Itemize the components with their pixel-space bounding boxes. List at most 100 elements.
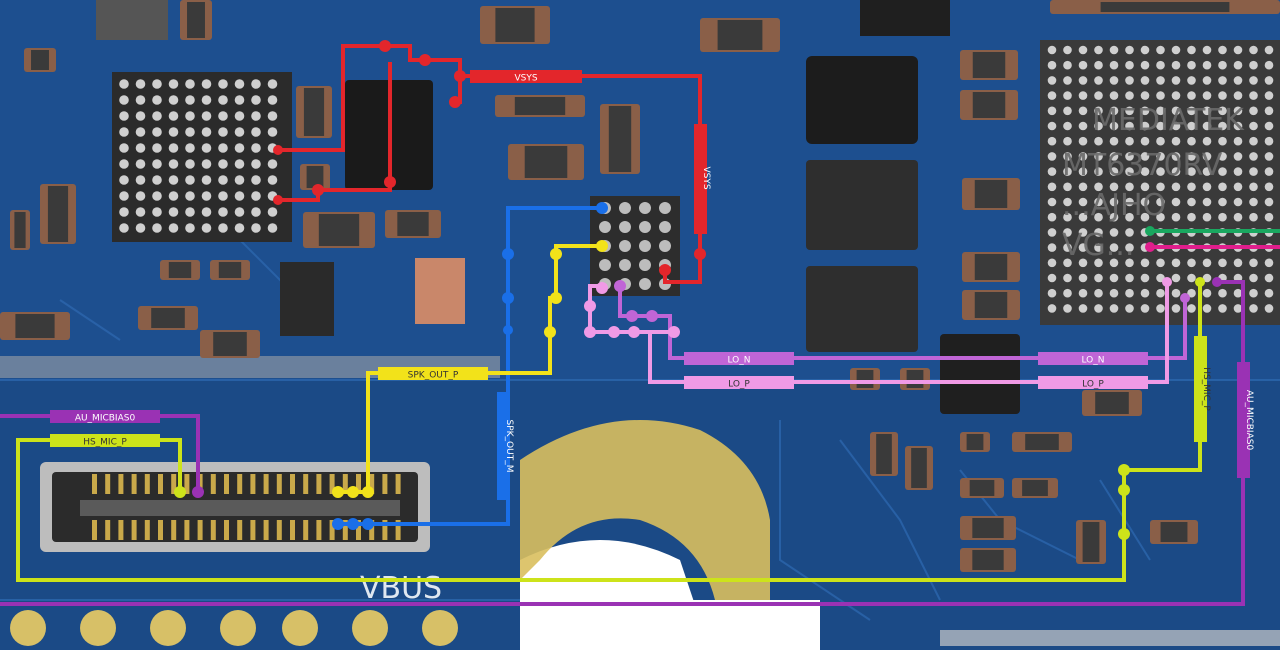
bga-ball xyxy=(152,143,162,153)
bga-ball xyxy=(234,111,245,121)
bga-ball xyxy=(1094,60,1103,70)
test-pad xyxy=(10,610,46,646)
bga-ball xyxy=(1094,167,1103,176)
bga-ball xyxy=(251,207,261,217)
net-spk-out-m-dots xyxy=(332,202,608,530)
bga-ball xyxy=(1218,197,1227,207)
bga-ball xyxy=(1063,258,1072,268)
bga-ball xyxy=(1140,121,1150,131)
bga-ball xyxy=(1140,91,1150,100)
bga-ball xyxy=(639,202,651,214)
bga-ball xyxy=(1249,167,1258,176)
bga-ball xyxy=(1218,45,1227,55)
smd-part-body xyxy=(876,434,892,474)
bga-ball xyxy=(234,223,245,233)
bga-ball xyxy=(639,259,651,271)
bga-ball xyxy=(1094,288,1103,298)
bga-ball xyxy=(1187,258,1196,268)
net-lo-p-label: LO_P xyxy=(728,380,750,390)
bga-ball xyxy=(1094,197,1103,207)
bga-ball xyxy=(1264,106,1274,116)
net-hs-mic-p-label: HS_MIC_P xyxy=(83,438,127,448)
bga-ball xyxy=(119,111,129,121)
ic-small-3 xyxy=(280,262,334,336)
bga-ball xyxy=(1063,76,1072,85)
bga-ball xyxy=(1047,197,1057,207)
bga-ball xyxy=(1233,304,1243,313)
bga-ball xyxy=(1078,106,1088,116)
bga-ball xyxy=(1156,288,1165,298)
fpc-pin xyxy=(290,520,295,540)
bga-ball xyxy=(1233,258,1243,268)
bga-ball xyxy=(1109,106,1119,116)
fpc-pin xyxy=(184,520,190,540)
bga-ball xyxy=(1264,76,1274,85)
bga-ball xyxy=(201,95,212,105)
net-hs-mic-p-dots xyxy=(174,277,1205,540)
bga-ball xyxy=(1156,106,1165,116)
bga-ball xyxy=(1218,212,1227,222)
smd-part-body xyxy=(1082,522,1100,562)
bga-ball xyxy=(1202,76,1212,85)
bga-ball xyxy=(1125,152,1134,161)
smd-part-body xyxy=(318,214,360,246)
bga-ball xyxy=(1140,167,1150,176)
smd-part-body xyxy=(1025,434,1059,450)
fpc-pin xyxy=(105,520,111,540)
bga-ball xyxy=(201,143,212,153)
smd-part-body xyxy=(303,88,325,136)
fpc-center-rail xyxy=(80,500,400,516)
bga-ball xyxy=(1171,304,1181,313)
bga-ball xyxy=(1109,136,1119,146)
smd-part-body xyxy=(306,166,324,188)
bga-ball xyxy=(1063,182,1072,192)
bga-ball xyxy=(1156,167,1165,176)
bga-ball xyxy=(201,207,212,217)
bga-ball xyxy=(1233,167,1243,176)
bga-ball xyxy=(1218,288,1227,298)
bga-ball xyxy=(1249,182,1258,192)
bga-ball xyxy=(1264,273,1274,283)
bga-ball xyxy=(1264,167,1274,176)
bga-ball xyxy=(1047,45,1057,55)
bga-ball xyxy=(267,207,278,217)
bga-ball xyxy=(1094,121,1103,131)
bga-ball xyxy=(1233,45,1243,55)
fpc-pin xyxy=(224,474,229,494)
bga-ball xyxy=(1063,243,1072,252)
metal-shield-strip-right xyxy=(940,630,1280,646)
bga-ball xyxy=(1156,136,1165,146)
fpc-pin xyxy=(342,474,348,494)
net-hs-mic-p-label-bg xyxy=(50,434,160,447)
bga-ball xyxy=(1249,45,1258,55)
bga-ball xyxy=(1047,136,1057,146)
bga-ball xyxy=(119,143,129,153)
bga-ball xyxy=(1109,288,1119,298)
smd-part-body xyxy=(974,254,1008,280)
fpc-pin xyxy=(144,474,150,494)
bga-ball xyxy=(1202,212,1212,222)
bga-ball xyxy=(1249,273,1258,283)
fpc-pin xyxy=(131,520,137,540)
smd-part-body xyxy=(972,52,1006,78)
bga-ball xyxy=(1047,121,1057,131)
bga-ball xyxy=(218,175,228,185)
bga-ball xyxy=(185,159,195,169)
bga-ball xyxy=(234,207,245,217)
net-lo-n-label-2: LO_N xyxy=(1081,356,1104,366)
board-edge-notch xyxy=(520,600,820,667)
bga-ball xyxy=(251,159,261,169)
bga-left-balls xyxy=(119,79,278,233)
bga-ball xyxy=(1140,288,1150,298)
bga-ball xyxy=(185,191,195,201)
bga-ball xyxy=(1218,106,1227,116)
bga-ball xyxy=(1047,288,1057,298)
bga-ball xyxy=(119,79,129,89)
magenta-net-dot xyxy=(1145,242,1155,252)
bga-ball xyxy=(1140,60,1150,70)
bga-ball xyxy=(1125,91,1134,100)
bga-ball xyxy=(659,202,671,214)
fpc-pin xyxy=(395,520,401,540)
bga-ball xyxy=(1202,91,1212,100)
bga-ball xyxy=(1264,197,1274,207)
